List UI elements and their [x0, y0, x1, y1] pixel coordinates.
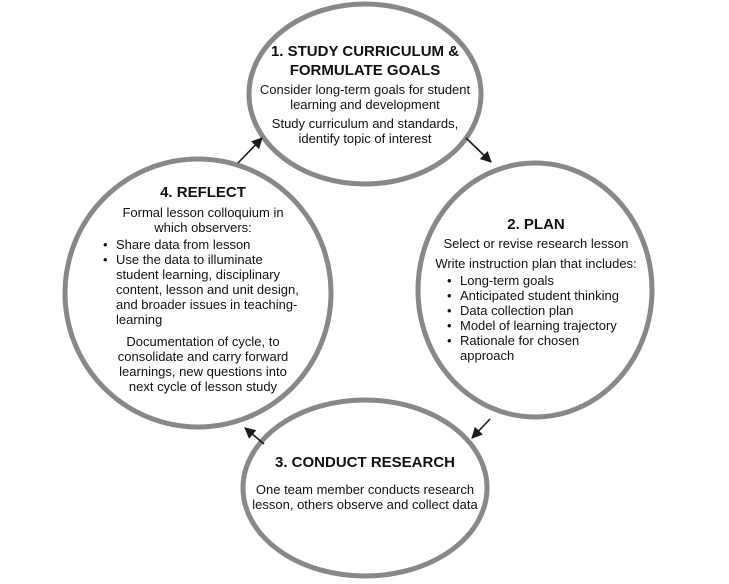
- step2-bullet: Rationale for chosen approach: [444, 333, 580, 363]
- step2-bullet: Long-term goals: [444, 273, 624, 288]
- arrow-3-to-4: [244, 427, 265, 445]
- step2-title: 2. PLAN: [507, 216, 565, 233]
- step4-text-documentation: Documentation of cycle, to consolidate a…: [117, 334, 289, 394]
- step1-title-line1: 1. STUDY CURRICULUM &: [270, 43, 460, 60]
- step2-bullet: Model of learning trajectory: [444, 318, 624, 333]
- step1-content: 1. STUDY CURRICULUM & FORMULATE GOALS Co…: [255, 42, 475, 146]
- step2-bullet: Data collection plan: [444, 303, 624, 318]
- arrow-2-to-3: [471, 418, 491, 439]
- arrow-4-to-1: [237, 137, 263, 164]
- step3-content: 3. CONDUCT RESEARCH One team member cond…: [250, 453, 480, 512]
- step4-text-colloquium: Formal lesson colloquium in which observ…: [122, 205, 284, 235]
- step4-bullet: Share data from lesson: [100, 237, 302, 252]
- step2-bullet: Anticipated student thinking: [444, 288, 624, 303]
- step1-text-curriculum: Study curriculum and standards, identify…: [271, 116, 459, 146]
- step4-content: 4. REFLECT Formal lesson colloquium in w…: [98, 183, 308, 394]
- step1-text-goals: Consider long-term goals for student lea…: [259, 82, 471, 112]
- step2-bullet-list: Long-term goals Anticipated student thin…: [444, 273, 624, 363]
- step4-title: 4. REFLECT: [160, 184, 246, 201]
- step1-circle: [246, 1, 484, 187]
- step4-bullet-list: Share data from lesson Use the data to i…: [100, 237, 302, 327]
- step3-circle: [240, 397, 490, 579]
- step2-content: 2. PLAN Select or revise research lesson…: [420, 215, 652, 363]
- arrow-1-to-2: [465, 137, 492, 163]
- step4-bullet: Use the data to illuminate student learn…: [100, 252, 302, 327]
- step3-title: 3. CONDUCT RESEARCH: [274, 454, 455, 471]
- step1-title-line2: FORMULATE GOALS: [289, 62, 441, 79]
- step3-text-conduct: One team member conducts research lesson…: [252, 482, 478, 512]
- step2-text-select: Select or revise research lesson: [443, 236, 629, 251]
- step2-text-plan: Write instruction plan that includes:: [435, 256, 637, 271]
